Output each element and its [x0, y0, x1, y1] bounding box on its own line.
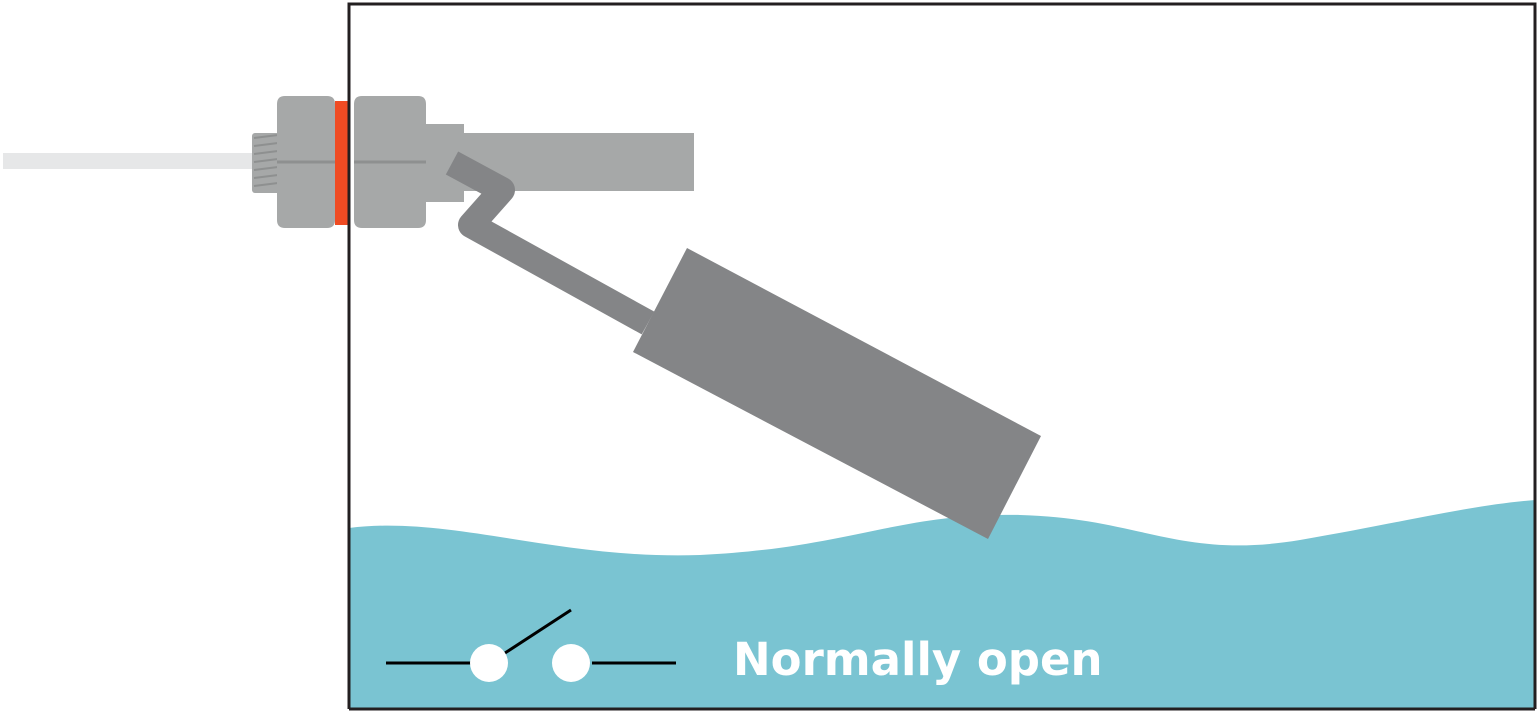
tank-outline: [347, 2, 1537, 711]
float-body: [633, 248, 1041, 539]
threaded-stem: [252, 133, 280, 193]
open-switch-icon: [386, 608, 676, 682]
gasket: [335, 101, 348, 225]
water: [349, 500, 1535, 709]
cable: [3, 153, 255, 169]
switch-state-label: Normally open: [733, 633, 1103, 686]
float-arm: [445, 151, 655, 335]
switch-contact-right: [552, 644, 590, 682]
switch-housing: [426, 124, 694, 202]
outer-hex-nut: [277, 96, 335, 228]
switch-contact-left: [470, 644, 508, 682]
inner-hex-nut: [354, 96, 426, 228]
